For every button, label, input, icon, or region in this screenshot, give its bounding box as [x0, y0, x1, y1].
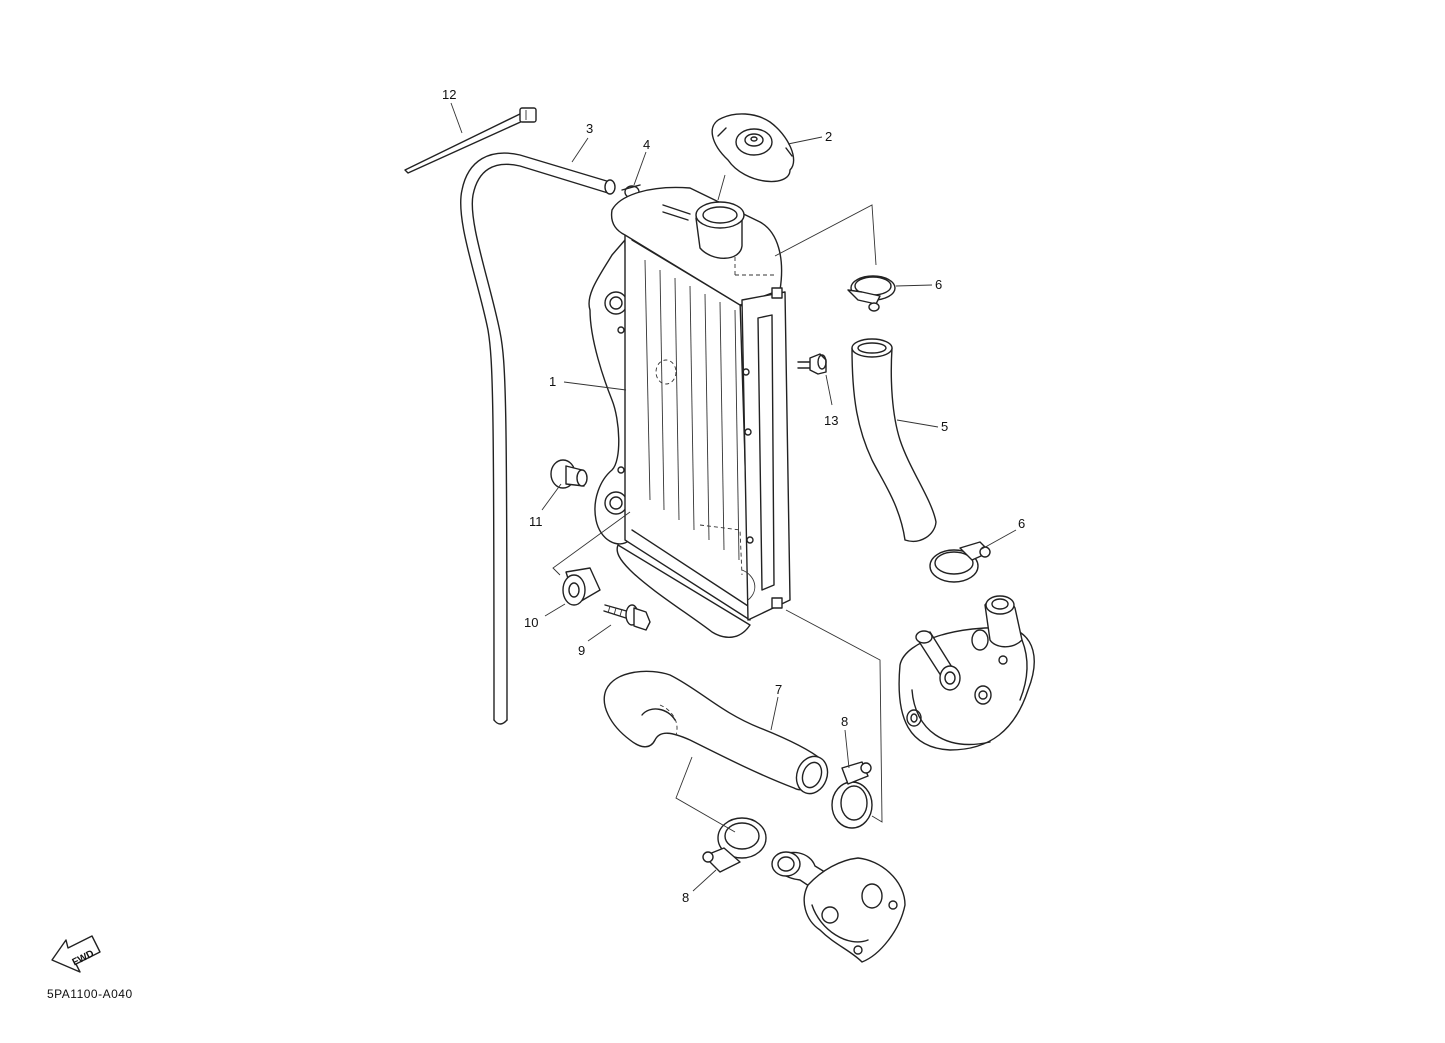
part-9-bolt	[603, 604, 651, 631]
callout-6-upper: 6	[935, 277, 942, 292]
part-6-hose-clamp-lower	[929, 541, 991, 583]
part-2-radiator-cap	[711, 113, 795, 183]
part-12-cable-tie	[404, 107, 537, 174]
part-10-grommet	[562, 567, 601, 606]
water-pump-cover	[771, 851, 906, 963]
part-8-hose-clamp-left	[702, 817, 767, 873]
diagram-code: 5PA1100-A040	[47, 987, 133, 1001]
callout-13: 13	[824, 413, 838, 428]
callout-6-lower: 6	[1018, 516, 1025, 531]
leader-lines	[450, 102, 1017, 892]
part-3-breather-hose	[460, 152, 616, 725]
part-1-radiator	[588, 186, 791, 638]
callout-2: 2	[825, 129, 832, 144]
part-13-bolt	[797, 353, 827, 375]
callout-5: 5	[941, 419, 948, 434]
callout-11: 11	[529, 514, 543, 529]
part-11-collar	[550, 459, 588, 489]
callout-1: 1	[549, 374, 556, 389]
cylinder-head-outlet	[898, 595, 1035, 751]
callout-7: 7	[775, 682, 782, 697]
callout-8-left: 8	[682, 890, 689, 905]
callout-4: 4	[643, 137, 650, 152]
part-8-hose-clamp-right	[831, 761, 873, 829]
callout-9: 9	[578, 643, 585, 658]
callout-12: 12	[442, 87, 456, 102]
callout-8-right: 8	[841, 714, 848, 729]
part-7-lower-hose	[603, 670, 829, 795]
part-6-hose-clamp-upper	[847, 275, 896, 312]
callout-labels: 1 2 3 4 5 6 6 7 8 8 9 10 11 12 13	[442, 87, 1025, 905]
assembly-lines	[552, 174, 883, 833]
fwd-arrow-icon: FWD	[51, 935, 101, 973]
part-5-hose	[851, 338, 937, 542]
callout-10: 10	[524, 615, 538, 630]
callout-3: 3	[586, 121, 593, 136]
